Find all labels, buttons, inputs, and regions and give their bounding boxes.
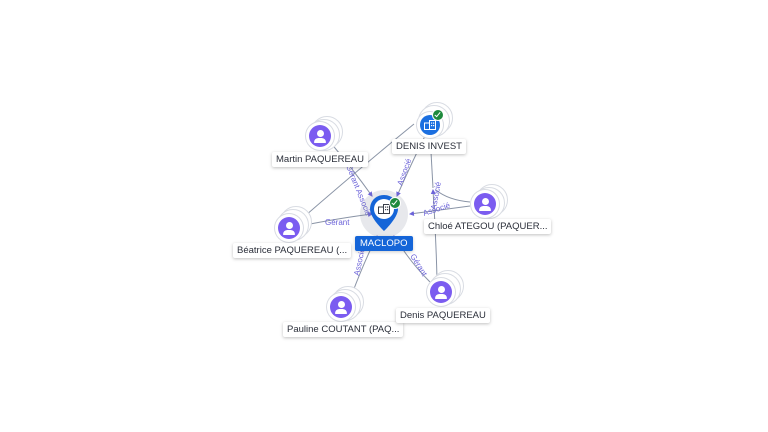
person-avatar <box>278 217 300 239</box>
person-avatar <box>474 193 496 215</box>
edge-label-denisinvest: Associé <box>395 157 413 187</box>
node-label-pauline[interactable]: Pauline COUTANT (PAQ... <box>283 322 404 337</box>
verified-check-icon <box>432 109 444 121</box>
person-icon <box>337 301 345 308</box>
node-label-martin[interactable]: Martin PAQUEREAU <box>272 152 368 167</box>
edge-chloe-denisinvest <box>435 189 471 203</box>
building-icon <box>424 120 436 130</box>
person-icon <box>481 198 489 205</box>
node-label-maclopo[interactable]: MACLOPO <box>355 236 413 251</box>
node-label-denis-invest[interactable]: DENIS INVEST <box>392 139 466 154</box>
edge-denis-denisinvest <box>430 189 438 281</box>
edge-label-gerant-beatrice: Gérant <box>325 218 350 227</box>
edge-denisinvest-vertical <box>430 151 434 189</box>
edge-beatrice-denisinvest <box>297 123 415 223</box>
person-icon <box>437 286 445 293</box>
person-avatar <box>330 296 352 318</box>
edge-chloe-maclopo <box>409 205 471 216</box>
person-avatar <box>309 125 331 147</box>
node-label-chloe[interactable]: Chloé ATEGOU (PAQUER... <box>424 219 552 234</box>
person-icon <box>316 130 324 137</box>
node-label-denis[interactable]: Denis PAQUEREAU <box>396 308 490 323</box>
person-avatar <box>430 281 452 303</box>
person-icon <box>285 222 293 229</box>
node-label-beatrice[interactable]: Béatrice PAQUEREAU (... <box>233 243 352 258</box>
verified-check-icon <box>389 197 401 209</box>
edge-label-denis-maclopo: Gérant <box>408 252 429 278</box>
